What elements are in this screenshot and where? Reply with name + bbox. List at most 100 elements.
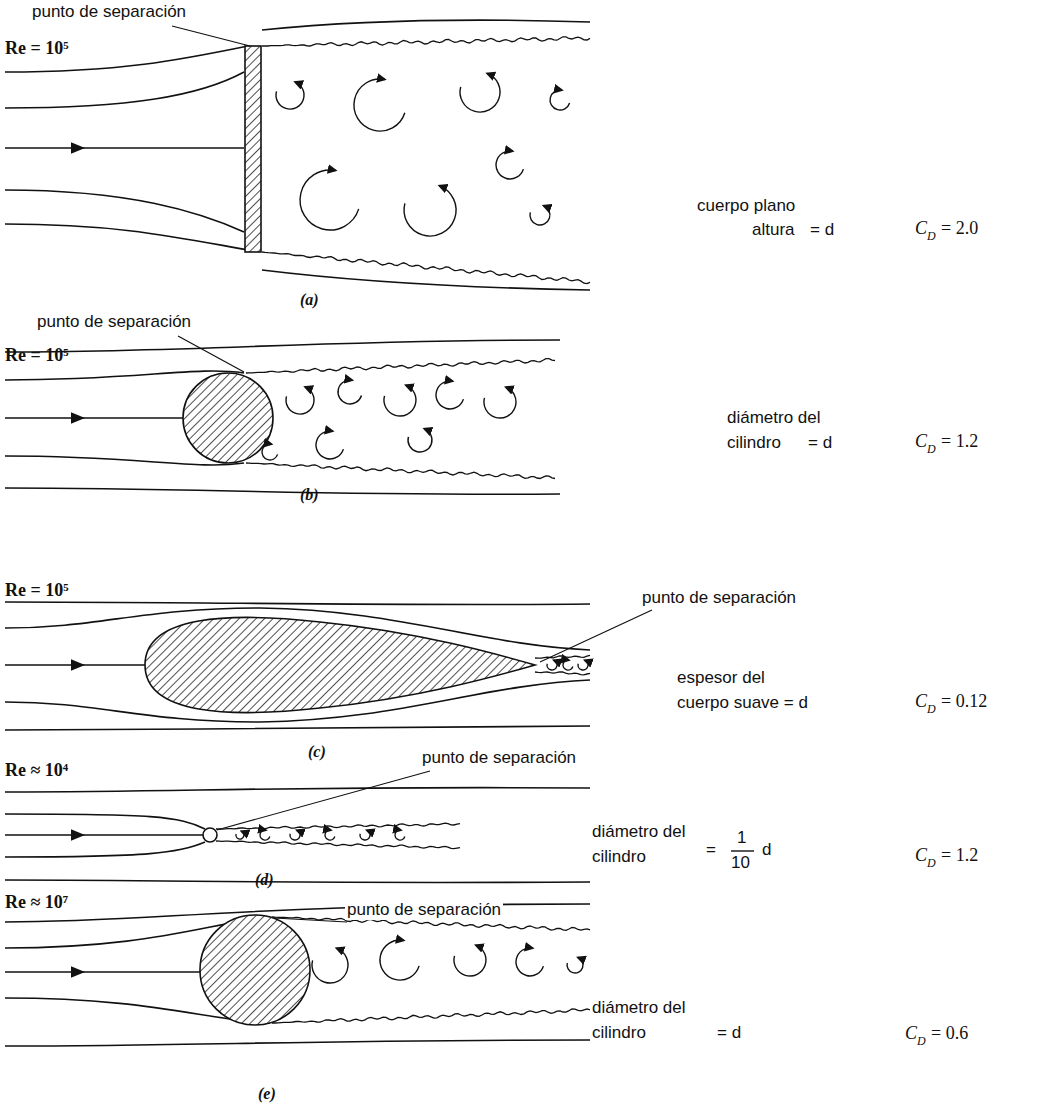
annotation-label: d xyxy=(760,840,773,860)
streamlines xyxy=(5,788,590,792)
streamlines xyxy=(78,417,183,419)
streamlines xyxy=(5,814,205,829)
streamlines xyxy=(78,971,200,973)
streamlines xyxy=(262,270,590,290)
drag-coefficient: C xyxy=(915,431,927,453)
vortices xyxy=(404,186,456,236)
streamlines xyxy=(5,880,590,883)
flat-plate xyxy=(245,46,261,252)
streamlines xyxy=(5,190,244,232)
drag-coefficient: D xyxy=(927,702,936,716)
streamlines xyxy=(5,20,590,1046)
vortices xyxy=(550,90,570,110)
panel-letter: (c) xyxy=(308,742,326,761)
drag-coefficient: = 1.2 xyxy=(941,431,978,453)
streamlines xyxy=(262,20,590,30)
annotation-label: punto de separación xyxy=(640,588,798,608)
annotation-label: cuerpo suave = d xyxy=(675,693,810,713)
streamlines xyxy=(5,340,560,352)
drag-coefficient: D xyxy=(927,442,936,456)
streamlines xyxy=(78,147,244,149)
vortices xyxy=(354,79,405,131)
streamlines xyxy=(5,664,78,666)
streamlines xyxy=(5,72,244,108)
vortices xyxy=(516,948,543,976)
streamlined-body xyxy=(145,617,535,712)
drag-coefficient: C xyxy=(915,845,927,867)
vortices xyxy=(260,830,270,840)
shear-layers xyxy=(262,37,590,46)
vortices xyxy=(316,431,343,459)
drag-coefficient: C xyxy=(915,691,927,713)
leader-lines xyxy=(172,26,250,46)
annotation-label: cilindro xyxy=(590,847,648,867)
drag-coefficient: = 1.2 xyxy=(941,845,978,867)
shear-layers xyxy=(216,841,460,849)
vortices xyxy=(484,387,516,418)
reynolds-number: Re = 10⁵ xyxy=(5,345,69,367)
vortices xyxy=(290,830,300,840)
shear-layers xyxy=(272,1009,590,1023)
reynolds-number: Re = 10⁵ xyxy=(5,38,69,60)
streamlines xyxy=(78,664,145,666)
annotation-label: diámetro del xyxy=(590,822,688,842)
drag-coefficient: C xyxy=(915,218,927,240)
shear-layers xyxy=(262,252,590,284)
vortices xyxy=(496,151,523,179)
leader-lines xyxy=(178,336,244,372)
shear-layers xyxy=(535,672,590,675)
leader-lines xyxy=(217,771,430,830)
annotation-label: cilindro xyxy=(590,1023,648,1043)
vortices xyxy=(567,958,583,973)
cylinder xyxy=(183,373,273,463)
vortices xyxy=(547,660,557,670)
annotation-label: espesor del xyxy=(675,668,767,688)
streamlines xyxy=(5,726,590,730)
panel-letter: (a) xyxy=(300,290,319,309)
vortices xyxy=(360,830,370,840)
vortices xyxy=(300,170,359,230)
vortices xyxy=(395,830,405,840)
annotation-label: altura xyxy=(750,220,797,240)
vortices xyxy=(460,73,500,112)
vortices xyxy=(380,940,419,980)
vortices xyxy=(325,830,335,840)
drag-coefficient: D xyxy=(927,856,936,870)
drag-coefficient: = 2.0 xyxy=(941,218,978,240)
annotation-label: cilindro xyxy=(725,433,783,453)
drag-coefficient: D xyxy=(917,1034,926,1048)
vortices xyxy=(286,387,314,414)
vortices xyxy=(530,206,550,225)
drag-coefficient: D xyxy=(927,229,936,243)
shear-layers xyxy=(246,463,555,479)
vortices xyxy=(408,429,432,452)
leader-lines xyxy=(172,26,754,922)
reynolds-number: Re ≈ 10⁷ xyxy=(5,892,68,914)
reynolds-number: Re = 10⁵ xyxy=(5,580,69,602)
vortices xyxy=(338,380,361,404)
annotation-label: diámetro del xyxy=(725,408,823,428)
streamlines xyxy=(5,488,560,494)
panel-letter: (d) xyxy=(255,870,274,889)
annotation-label: punto de separación xyxy=(345,900,503,920)
panel-letter: (b) xyxy=(300,485,319,504)
annotation-label: diámetro del xyxy=(590,998,688,1018)
annotation-label: = d xyxy=(806,433,834,453)
shear-layers xyxy=(535,655,590,658)
shear-layers xyxy=(246,359,555,373)
small-cylinder xyxy=(203,828,217,842)
vortices xyxy=(384,385,416,416)
drag-coefficient: C xyxy=(905,1023,917,1045)
cylinder xyxy=(200,915,310,1025)
annotation-label: cuerpo plano xyxy=(695,196,797,216)
fraction-bar xyxy=(731,850,754,851)
streamlines xyxy=(5,834,78,836)
drag-coefficient: = 0.12 xyxy=(941,691,987,713)
shear-layers xyxy=(216,37,590,1023)
vortices xyxy=(276,82,304,109)
streamlines xyxy=(5,1040,590,1046)
annotation-label: punto de separación xyxy=(420,748,578,768)
annotation-label: = xyxy=(704,840,718,860)
vortices xyxy=(578,660,588,670)
